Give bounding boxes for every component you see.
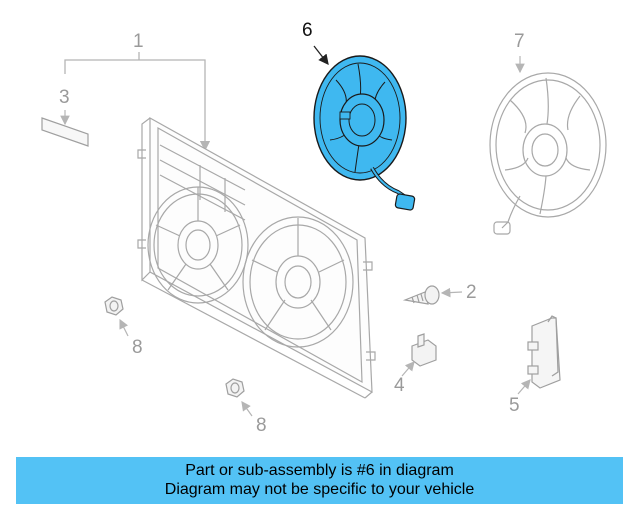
fan-shroud-frame: [137, 116, 376, 399]
parts-diagram: [41, 45, 607, 417]
nut-part-8-a: [104, 296, 129, 337]
banner-line-part: Part or sub-assembly is #6 in diagram: [185, 462, 454, 479]
callout-number-8a: 8: [132, 337, 143, 358]
callout-number-1: 1: [133, 31, 144, 52]
callout-number-2: 2: [466, 282, 477, 303]
bracket-part-5: [517, 315, 561, 395]
label-plate-part-3: [41, 110, 89, 147]
fan-part-7: [489, 56, 607, 235]
callout-1-bracket: [64, 52, 211, 152]
nut-part-8-b: [225, 378, 253, 417]
clip-part-4: [401, 333, 437, 377]
callout-number-7: 7: [514, 31, 525, 52]
callout-number-8b: 8: [256, 415, 267, 436]
callout-number-3: 3: [59, 87, 70, 108]
callout-number-4: 4: [394, 375, 405, 396]
banner-line-disclaimer: Diagram may not be specific to your vehi…: [164, 481, 475, 498]
fan-blade-part-6-highlighted[interactable]: [313, 45, 416, 211]
info-banner: Part or sub-assembly is #6 in diagram Di…: [16, 457, 623, 504]
callout-number-6[interactable]: 6: [302, 20, 313, 41]
callout-number-5: 5: [509, 395, 520, 416]
screw-part-2: [402, 285, 463, 305]
